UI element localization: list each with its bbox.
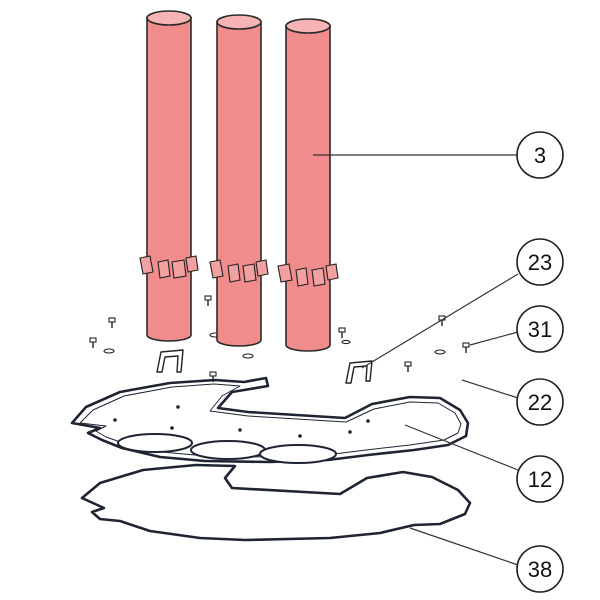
gasket-38-outline <box>80 463 472 542</box>
plate-hole-dot <box>113 418 117 422</box>
callout-3-label: 3 <box>534 143 546 168</box>
plate-hole-dot <box>348 430 352 434</box>
callout-12: 12 <box>516 455 564 503</box>
screw <box>338 327 346 338</box>
plate-hole-dot <box>298 434 302 438</box>
callout-23-label: 23 <box>528 250 552 275</box>
callout-12-label: 12 <box>528 467 552 492</box>
screw <box>404 361 412 372</box>
part-23-bracket-left <box>156 349 184 373</box>
tube-left-fins <box>139 255 199 279</box>
screw <box>209 371 217 382</box>
callout-31-label: 31 <box>528 317 552 342</box>
tube-right <box>285 18 331 352</box>
tube-right-fins <box>277 263 339 287</box>
screw <box>204 295 212 306</box>
leader-lines <box>313 154 519 566</box>
callout-38: 38 <box>516 545 564 593</box>
plate-hole-dot <box>366 419 370 423</box>
tube-left <box>146 10 192 342</box>
part-23-bracket-right <box>345 360 373 384</box>
callout-23: 23 <box>516 238 564 286</box>
plate-hole-dot <box>238 428 242 432</box>
callout-31: 31 <box>516 305 564 353</box>
washer <box>242 353 254 359</box>
washer <box>434 349 446 355</box>
tube-middle-fins <box>209 259 269 283</box>
plate-hole-left <box>117 433 193 453</box>
leader-31 <box>469 331 519 346</box>
leader-38 <box>409 527 519 566</box>
part-38-gasket <box>80 463 472 542</box>
plate-hole-right <box>259 444 337 464</box>
screw <box>89 337 97 348</box>
part-12-plate <box>70 376 470 464</box>
plate-hole-middle <box>190 440 266 460</box>
leader-23 <box>361 273 519 369</box>
plate-hole-dot <box>170 426 174 430</box>
leader-22 <box>461 379 519 399</box>
washer <box>103 348 115 354</box>
callout-3: 3 <box>516 131 564 179</box>
washer <box>341 339 351 345</box>
callout-22-label: 22 <box>528 390 552 415</box>
part-3-tubes <box>139 10 339 352</box>
callout-22: 22 <box>516 378 564 426</box>
screw <box>108 317 116 328</box>
screw <box>462 342 470 353</box>
leader-12 <box>404 424 519 471</box>
callout-38-label: 38 <box>528 557 552 582</box>
plate-hole-dot <box>176 405 180 409</box>
tube-middle <box>216 14 262 347</box>
